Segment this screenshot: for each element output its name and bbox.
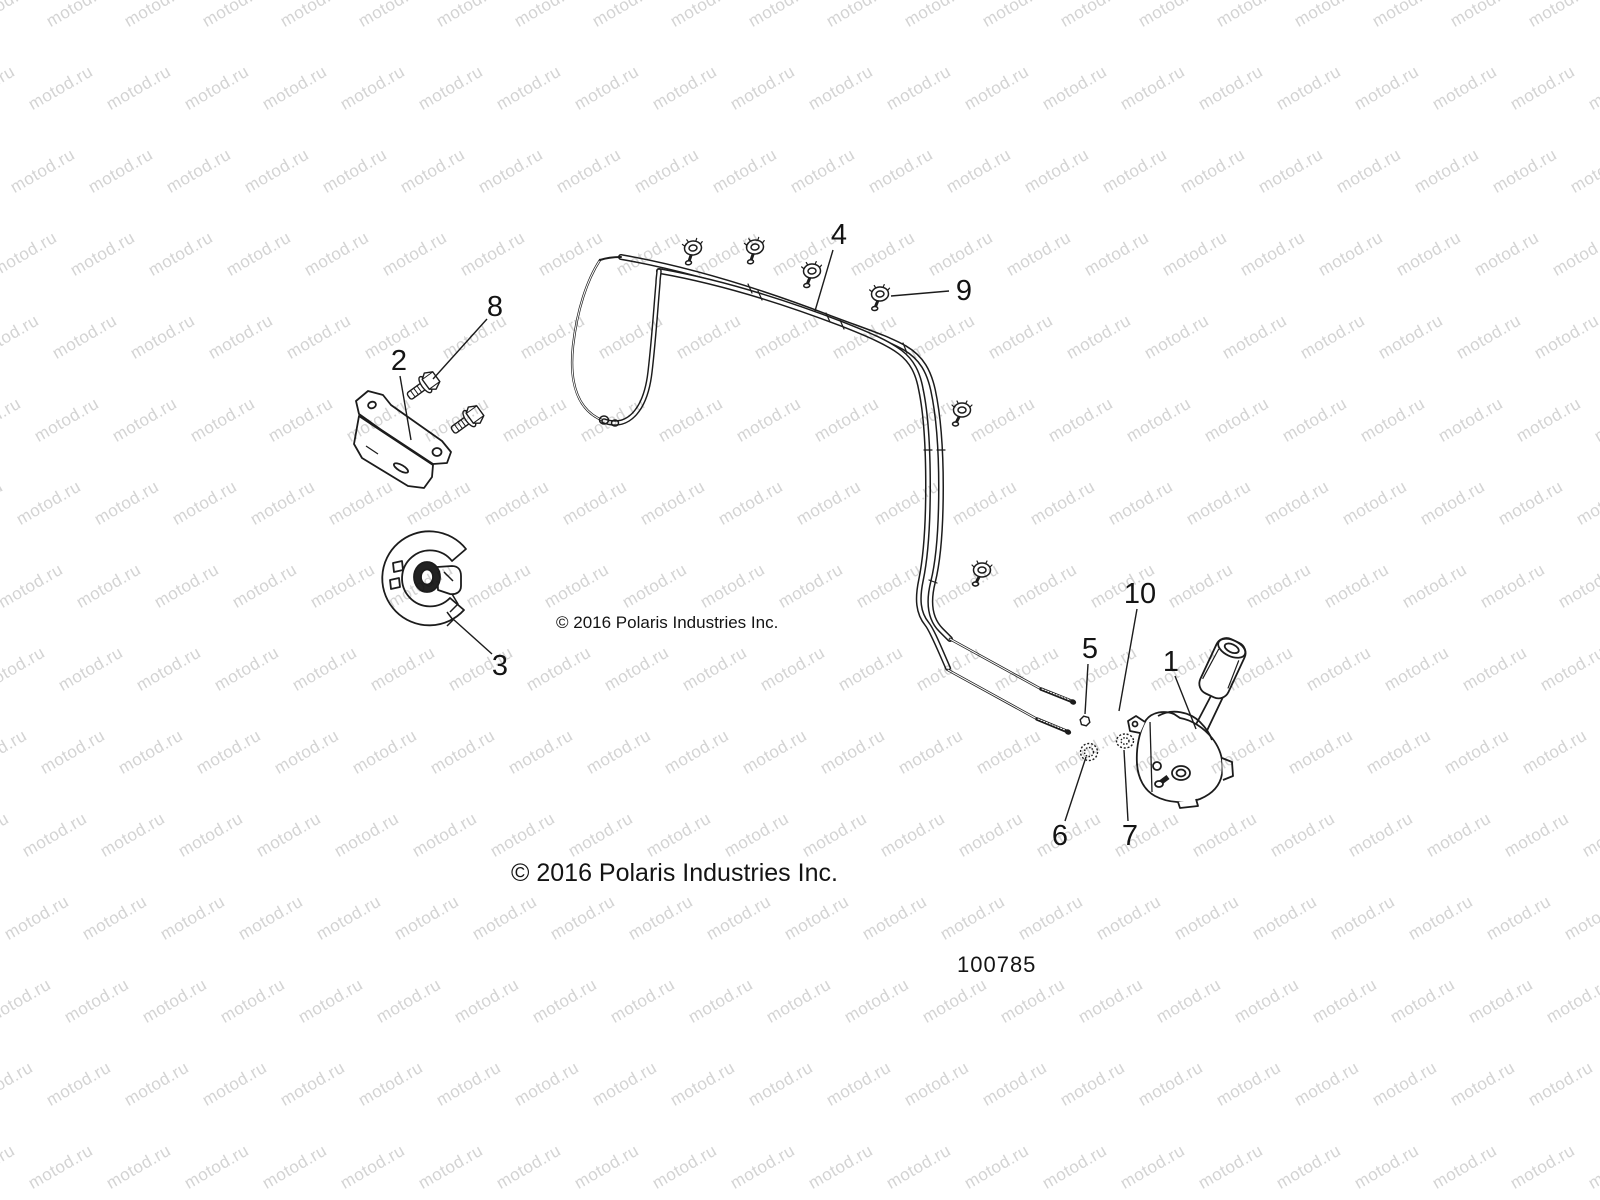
- gear-indicator: [381, 530, 467, 627]
- callout-1: 1: [1163, 646, 1197, 730]
- shift-knob: [1198, 637, 1247, 700]
- cable-clip: [743, 236, 765, 265]
- cable-clip: [971, 560, 993, 587]
- callout-8: 8: [432, 291, 503, 380]
- callout-number: 9: [956, 275, 972, 307]
- callout-number: 2: [391, 345, 407, 377]
- shifter-step: [1177, 798, 1199, 809]
- cable-clip: [951, 400, 973, 427]
- cable-clip: [801, 260, 823, 289]
- shifter-body: [1135, 711, 1224, 803]
- loop-fitting: [610, 419, 620, 427]
- callout-leader-line: [452, 618, 493, 655]
- cable-inner-wire: [946, 637, 1077, 735]
- callout-number: 3: [492, 650, 508, 682]
- cable-loop: [570, 256, 662, 427]
- washer: [1115, 733, 1135, 749]
- hex-bolt: [450, 405, 485, 434]
- shifter-hole: [1152, 761, 1162, 771]
- callout-9: 9: [890, 275, 972, 307]
- callout-number: 4: [831, 219, 847, 251]
- callout-number: 1: [1163, 646, 1179, 678]
- callouts: 1 2 3 4 5 6 7 8 9 10: [391, 219, 1197, 852]
- callout-number: 7: [1122, 820, 1138, 852]
- callout-leader-line: [432, 318, 488, 380]
- indicator-tab: [392, 560, 404, 573]
- callout-number: 6: [1052, 820, 1068, 852]
- shift-lever-assembly: [1127, 637, 1247, 809]
- jam-nut: [1079, 715, 1091, 727]
- copyright-text-large: © 2016 Polaris Industries Inc.: [511, 859, 838, 887]
- indicator-hub-bore: [420, 568, 434, 586]
- bracket-slot: [393, 462, 409, 474]
- hex-bolt: [406, 371, 441, 400]
- cable-clips: [681, 236, 993, 587]
- callout-leader-line: [814, 249, 834, 312]
- flange-nut: [1079, 742, 1099, 762]
- shifter-step: [1221, 757, 1234, 781]
- callout-number: 8: [487, 291, 503, 323]
- cable-joint-marks: [747, 283, 946, 584]
- callout-6: 6: [1052, 756, 1087, 852]
- callout-2: 2: [391, 345, 412, 441]
- bracket-hole: [431, 447, 443, 457]
- callout-number: 5: [1082, 633, 1098, 665]
- cable-clip: [681, 237, 703, 266]
- callout-7: 7: [1122, 749, 1138, 852]
- callout-10: 10: [1118, 578, 1156, 712]
- loop-fitting: [598, 415, 610, 425]
- cable-clip: [869, 283, 891, 312]
- callout-5: 5: [1082, 633, 1098, 715]
- bracket-bolts: [406, 371, 485, 434]
- callout-leader-line: [1123, 749, 1129, 822]
- callout-number: 10: [1124, 578, 1156, 610]
- callout-4: 4: [814, 219, 847, 312]
- callout-leader-line: [1118, 608, 1138, 712]
- diagram-part-number: 100785: [957, 952, 1037, 977]
- bracket-hole: [367, 400, 377, 410]
- callout-leader-line: [1064, 756, 1087, 822]
- callout-leader-line: [1174, 675, 1197, 730]
- copyright-text: © 2016 Polaris Industries Inc.: [556, 613, 779, 632]
- callout-leader-line: [890, 290, 950, 297]
- callout-leader-line: [399, 375, 412, 441]
- mounting-bracket: [353, 390, 452, 489]
- shift-cable-assembly: [570, 254, 1077, 735]
- callout-3: 3: [452, 618, 508, 682]
- indicator-tab: [389, 577, 401, 590]
- cable-end-hardware: [1079, 715, 1135, 762]
- callout-leader-line: [1084, 663, 1089, 715]
